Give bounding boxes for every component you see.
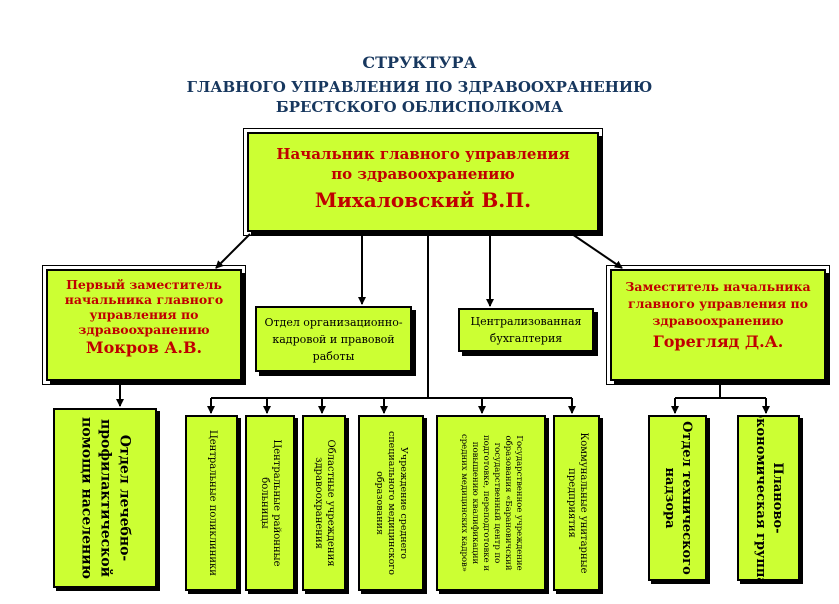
unit-baranovichi-center: Государственное учреждение образования «…	[436, 415, 546, 591]
accounting-label: Централизованная бухгалтерия	[470, 315, 582, 345]
org-dept-box: Отдел организационно- кадровой и правово…	[255, 306, 412, 372]
deputy-name: Горегляд Д.А.	[652, 332, 784, 351]
unit-central-polyclinics-label: Центральные поликлиники	[206, 430, 218, 576]
first-deputy-box: Первый заместитель начальника главного у…	[42, 265, 246, 385]
unit-medical-education-label: Учреждение среднего специального медицин…	[374, 431, 409, 575]
unit-regional-institutions: Областные учреждения здравоохранения	[302, 415, 346, 591]
unit-tech-supervision: Отдел технического надзора	[648, 415, 707, 581]
unit-planning-economic-label: Планово- экономическая группа	[752, 415, 785, 581]
unit-planning-economic: Планово- экономическая группа	[737, 415, 800, 581]
deputy-line2: главного управления по	[627, 296, 809, 311]
unit-medical-education: Учреждение среднего специального медицин…	[358, 415, 424, 591]
deputy-box: Заместитель начальника главного управлен…	[606, 265, 830, 385]
head-box: Начальник главного управления по здравоо…	[243, 128, 603, 236]
unit-district-hospitals-label: Центральные районные больницы	[259, 439, 282, 567]
unit-tech-supervision-label: Отдел технического надзора	[661, 421, 694, 575]
first-deputy-line1: Первый заместитель	[66, 277, 222, 292]
unit-medical-prevention: Отдел лечебно- профилактической помощи н…	[53, 408, 157, 588]
unit-baranovichi-center-label: Государственное учреждение образования «…	[459, 433, 524, 573]
diagram-title-line2: ГЛАВНОГО УПРАВЛЕНИЯ ПО ЗДРАВООХРАНЕНИЮ	[186, 78, 653, 96]
diagram-title-line1: СТРУКТУРА	[362, 53, 477, 72]
unit-unitary-enterprises: Коммунальные унитарные предприятия	[553, 415, 600, 591]
diagram-title-line3: БРЕСТСКОГО ОБЛИСПОЛКОМА	[275, 98, 564, 116]
first-deputy-line2: начальника главного	[64, 292, 224, 307]
accounting-box: Централизованная бухгалтерия	[458, 308, 594, 352]
head-name: Михаловский В.П.	[314, 188, 532, 212]
unit-district-hospitals: Центральные районные больницы	[245, 415, 295, 591]
deputy-line1: Заместитель начальника	[625, 279, 811, 294]
arrow-to-first-deputy	[215, 233, 251, 269]
org-dept-label: Отдел организационно- кадровой и правово…	[264, 316, 403, 363]
unit-unitary-enterprises-label: Коммунальные унитарные предприятия	[565, 432, 589, 574]
unit-regional-institutions-label: Областные учреждения здравоохранения	[313, 439, 336, 567]
head-title-line1: Начальник главного управления	[276, 145, 570, 163]
arrow-to-deputy	[571, 233, 623, 269]
head-title-line2: по здравоохранению	[331, 165, 515, 183]
unit-medical-prevention-label: Отдел лечебно- профилактической помощи н…	[78, 416, 133, 580]
deputy-line3: здравоохранению	[652, 313, 784, 328]
first-deputy-name: Мокров А.В.	[85, 338, 203, 357]
first-deputy-line3: управления по	[89, 307, 199, 322]
unit-central-polyclinics: Центральные поликлиники	[185, 415, 238, 591]
first-deputy-line4: здравоохранению	[78, 322, 210, 337]
